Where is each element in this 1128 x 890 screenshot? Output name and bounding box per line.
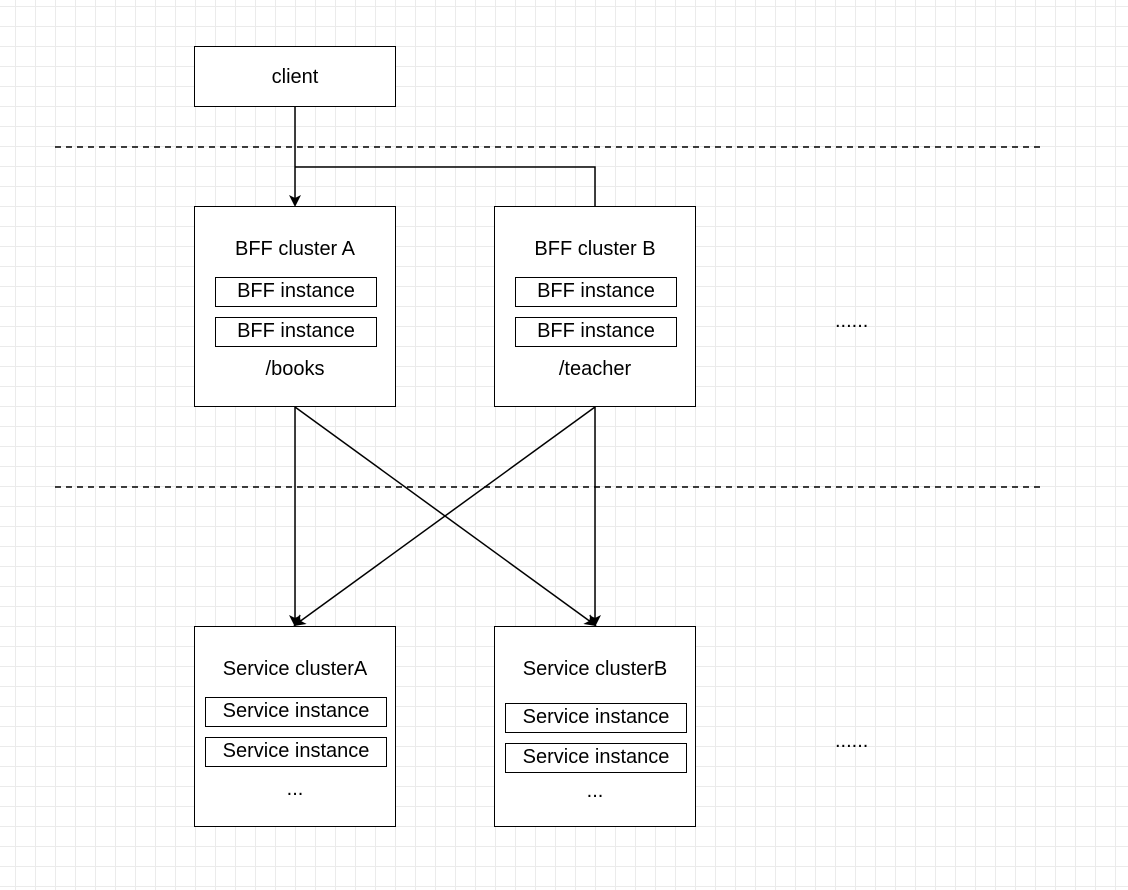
bff-cluster-b[interactable]: BFF cluster B BFF instance BFF instance … — [494, 206, 696, 407]
service-cluster-b[interactable]: Service clusterB Service instance Servic… — [494, 626, 696, 827]
client-label: client — [271, 66, 319, 88]
bff-instance[interactable]: BFF instance — [215, 277, 377, 307]
bff-instance[interactable]: BFF instance — [515, 317, 677, 347]
bff-more-ellipsis: ...... — [835, 310, 869, 332]
service-cluster-a-title: Service clusterA — [222, 658, 368, 680]
service-cluster-b-title: Service clusterB — [522, 658, 668, 680]
service-cluster-a-more: ... — [286, 778, 304, 800]
bff-cluster-a-title: BFF cluster A — [234, 238, 356, 260]
arrow-bff-b-to-service-a — [293, 406, 596, 627]
bff-instance[interactable]: BFF instance — [215, 317, 377, 347]
bff-cluster-b-route: /teacher — [558, 358, 632, 380]
bff-instance[interactable]: BFF instance — [515, 277, 677, 307]
service-instance[interactable]: Service instance — [505, 743, 687, 773]
service-instance[interactable]: Service instance — [505, 703, 687, 733]
service-instance[interactable]: Service instance — [205, 697, 387, 727]
bff-cluster-a[interactable]: BFF cluster A BFF instance BFF instance … — [194, 206, 396, 407]
service-instance[interactable]: Service instance — [205, 737, 387, 767]
bff-cluster-a-route: /books — [265, 358, 325, 380]
bff-cluster-b-title: BFF cluster B — [534, 238, 656, 260]
service-cluster-a[interactable]: Service clusterA Service instance Servic… — [194, 626, 396, 827]
services-more-ellipsis: ...... — [835, 730, 869, 752]
service-cluster-b-more: ... — [586, 780, 604, 802]
arrow-client-to-bff-b — [295, 166, 601, 227]
client-node[interactable]: client — [194, 46, 396, 107]
